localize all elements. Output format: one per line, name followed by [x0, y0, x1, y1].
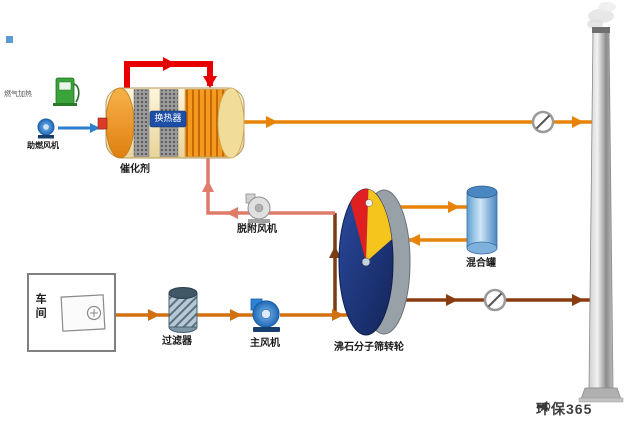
arrow-right-icon — [266, 116, 278, 128]
rotor-desorption-sector — [350, 189, 369, 262]
zeolite-rotor — [338, 188, 411, 336]
flow-arrows — [90, 57, 584, 321]
tank-bottom — [466, 241, 498, 255]
stack-cap — [592, 27, 610, 33]
arrow-right-icon — [448, 201, 460, 213]
fan-base — [38, 135, 54, 139]
arrow-right-icon — [230, 309, 242, 321]
tank-body — [466, 191, 498, 249]
arrow-up-icon — [329, 246, 341, 258]
valve-disc — [535, 114, 551, 130]
booth-icon — [60, 294, 106, 332]
stack-foundation — [578, 397, 624, 403]
combustion-fan-icon — [37, 118, 55, 139]
fan-hub — [254, 203, 264, 213]
main-fan-label: 主风机 — [250, 338, 280, 349]
arrow-right-icon — [446, 294, 458, 306]
stack-base — [580, 387, 622, 400]
gas-pump-icon — [53, 77, 80, 106]
oxidizer-right-cap — [217, 87, 245, 159]
rotor-hub — [361, 257, 371, 267]
exhaust-stack — [578, 2, 624, 403]
arrow-right-icon — [163, 57, 176, 71]
booth-dial-cross — [90, 309, 98, 317]
bullet-artifact — [6, 36, 13, 43]
arrow-up-icon — [202, 180, 214, 192]
arrow-right-icon — [572, 294, 584, 306]
fan-base — [248, 219, 270, 223]
arrow-right-icon — [90, 123, 100, 133]
heat-exchanger-tag — [149, 110, 187, 128]
pump-screen — [58, 81, 72, 91]
arrow-right-icon — [572, 116, 584, 128]
megaphone-icon — [536, 400, 551, 413]
damper-valve-icon — [531, 110, 555, 134]
pump-base — [53, 103, 77, 106]
arrow-down-icon — [203, 76, 217, 88]
combustion-fan-label: 助燃风机 — [27, 141, 59, 150]
gas-heating-label: 燃气加热 — [4, 91, 32, 98]
rotor-label: 沸石分子筛转轮 — [334, 342, 404, 353]
burner-icon — [97, 117, 108, 130]
filter-top — [168, 287, 198, 299]
workshop-box — [27, 273, 116, 352]
fan-hub — [43, 124, 49, 130]
rotor-pin — [365, 199, 373, 207]
catalytic-oxidizer-unit — [97, 87, 245, 159]
desorption-fan-label: 脱附风机 — [237, 224, 277, 235]
rotor-cooling-sector — [366, 189, 392, 262]
desorption-fan-icon — [245, 193, 271, 223]
fan-base — [253, 327, 280, 332]
valve-disc — [487, 292, 503, 308]
arrow-left-icon — [226, 207, 238, 219]
catalyst-label: 催化剂 — [120, 164, 150, 175]
workshop-label: 车间 — [34, 293, 47, 321]
catalyst-bed-1 — [133, 89, 150, 157]
heat-exchanger-label: 换热器 — [154, 113, 182, 124]
filter-unit — [168, 287, 198, 333]
stack-body — [588, 29, 614, 389]
arrow-left-icon — [408, 234, 420, 246]
pump-hose — [73, 83, 80, 103]
smoke-plume-icon — [587, 19, 603, 29]
mixing-tank-unit — [466, 185, 498, 255]
mixing-tank-label: 混合罐 — [466, 258, 496, 269]
smoke-plume-icon — [598, 2, 616, 12]
filter-label: 过滤器 — [162, 336, 192, 347]
tank-top — [466, 185, 498, 199]
oxidizer-left-cap — [105, 87, 135, 159]
watermark: 环保365 — [536, 399, 592, 419]
main-fan-icon — [250, 298, 280, 332]
duct-desorption — [206, 156, 335, 215]
fan-hub — [261, 309, 271, 319]
arrow-right-icon — [332, 309, 344, 321]
damper-valve-icon — [483, 288, 507, 312]
arrow-right-icon — [148, 309, 160, 321]
